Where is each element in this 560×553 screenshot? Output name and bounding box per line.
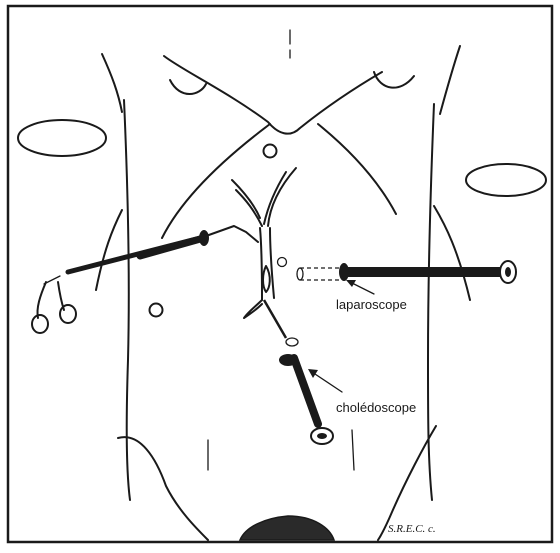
choledoscope-eyepiece-lens xyxy=(317,433,327,439)
left-shoulder-line xyxy=(102,54,122,112)
left-arm-line xyxy=(96,210,122,290)
biliary-tree xyxy=(232,168,296,318)
laparoscope-instrument xyxy=(297,261,516,283)
choledoscope-thin-shaft xyxy=(264,300,286,338)
right-flank-line xyxy=(428,104,434,500)
laparoscope-arrowhead xyxy=(346,280,356,287)
grasper-tip xyxy=(206,226,258,242)
grasper-trocar xyxy=(199,230,209,246)
left-groin-line xyxy=(118,437,208,540)
linea-mark-right xyxy=(352,430,354,470)
laparoscope-tip xyxy=(297,268,303,280)
choledoscope-instrument xyxy=(264,300,333,444)
grasper-ring-1 xyxy=(32,315,48,333)
right-arm-line xyxy=(434,206,470,300)
pubic-area xyxy=(240,516,334,540)
grasper-instrument xyxy=(32,226,258,333)
common-bile-duct-right xyxy=(270,228,274,298)
choledoscope-arrowhead xyxy=(308,369,318,378)
left-flank-line xyxy=(124,100,130,500)
grasper-shaft-dark xyxy=(140,238,204,256)
port-right-flank xyxy=(150,304,163,317)
port-umbilical xyxy=(278,258,287,267)
left-hepatic-duct-branch xyxy=(232,180,260,218)
torso-outline xyxy=(96,30,470,540)
laparoscope-eyepiece-lens xyxy=(505,267,511,277)
choledoscope-collar xyxy=(286,338,298,346)
credit-text: S.R.E.C. c. xyxy=(388,523,436,535)
left-hepatic-duct-outer xyxy=(236,190,262,226)
right-shoulder-line xyxy=(440,46,460,114)
left-nipple-line xyxy=(170,80,206,94)
right-arm-cross-section xyxy=(466,164,546,196)
right-nipple-line xyxy=(374,72,414,88)
common-bile-duct-left xyxy=(260,228,262,300)
choledoscope-shaft xyxy=(294,358,318,424)
port-xiphoid xyxy=(264,145,277,158)
right-costal-margin xyxy=(318,124,396,214)
duct-distal xyxy=(244,300,262,318)
duct-stone xyxy=(263,266,270,292)
choledoscope-label: cholédoscope xyxy=(336,400,416,415)
grasper-handle-arm-1 xyxy=(37,282,46,318)
laparoscope-label: laparoscope xyxy=(336,297,407,312)
left-arm-cross-section xyxy=(18,120,106,156)
left-costal-margin xyxy=(162,124,270,238)
choledoscope-arrow-line xyxy=(312,372,342,392)
grasper-ring-2 xyxy=(60,305,76,323)
chest-contour xyxy=(164,56,382,134)
